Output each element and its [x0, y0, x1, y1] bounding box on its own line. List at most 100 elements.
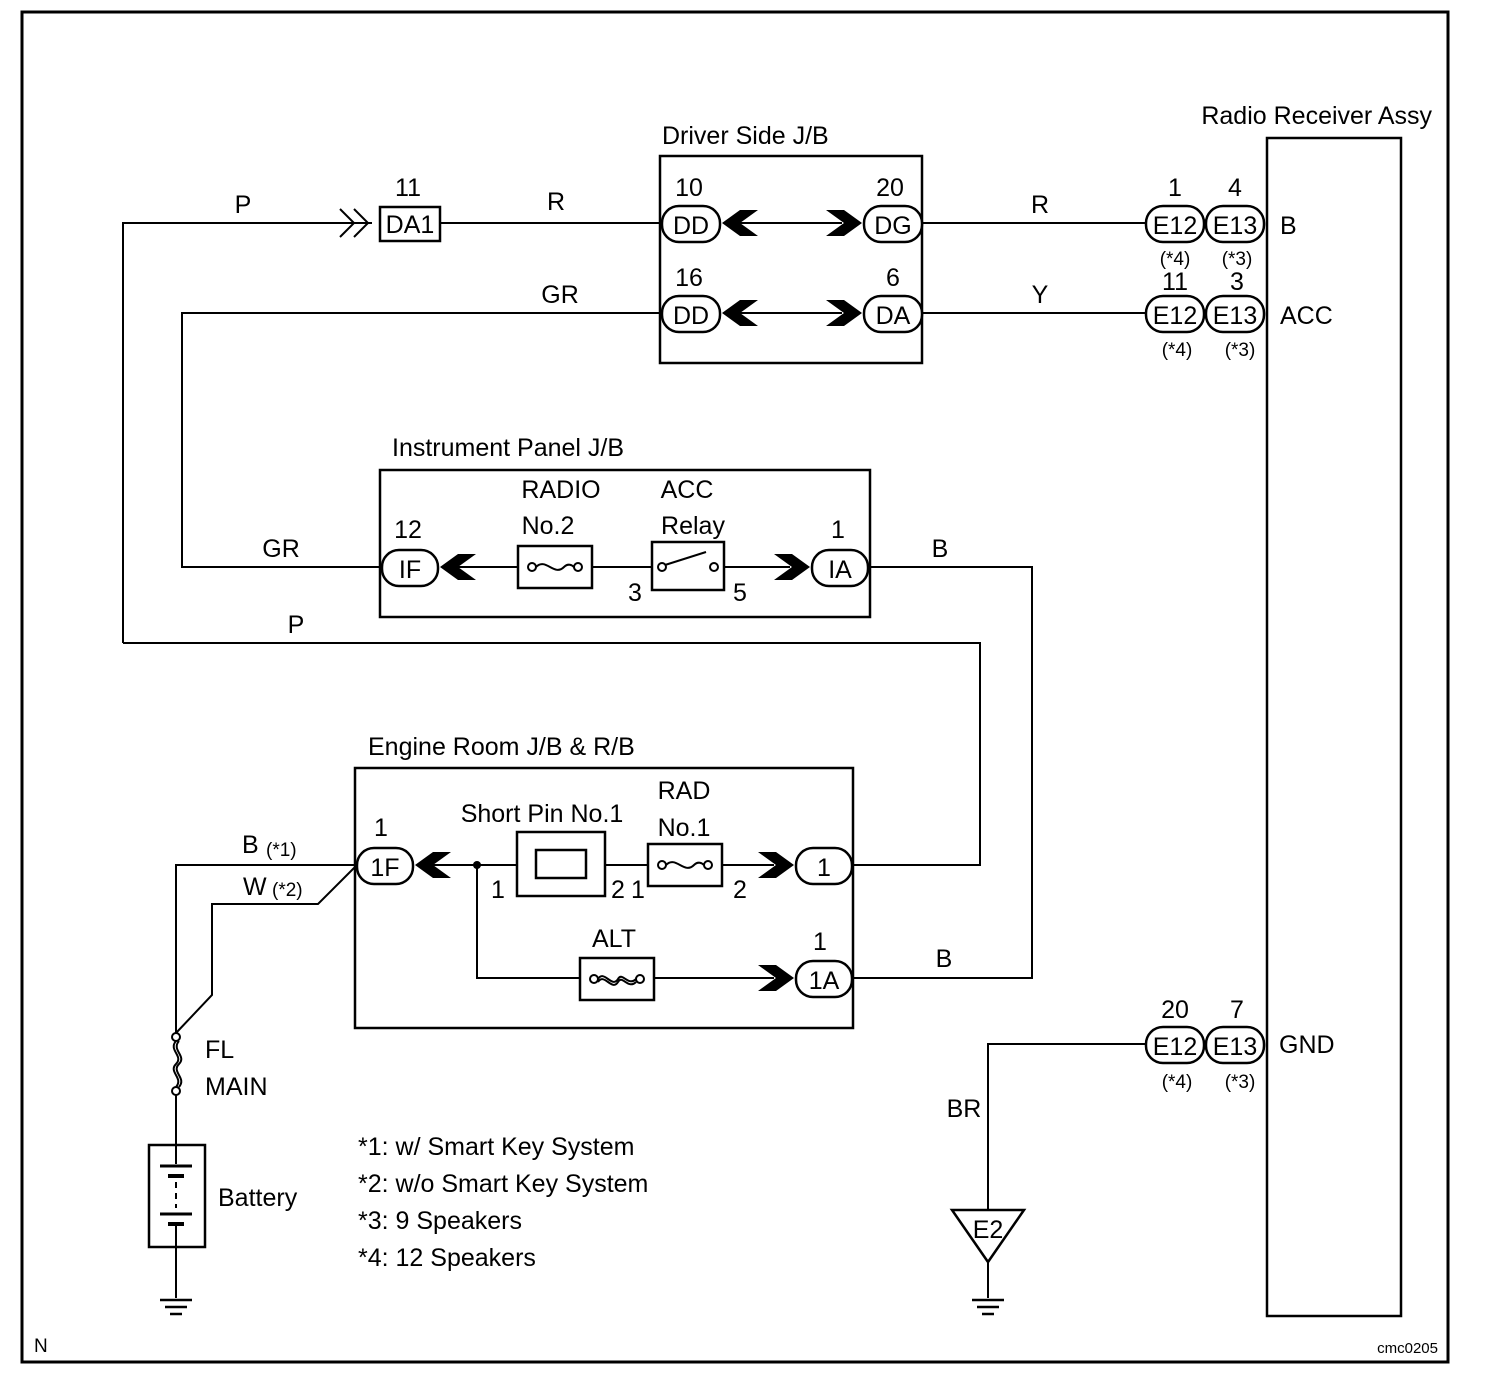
svg-text:IF: IF [399, 556, 421, 584]
svg-text:E13: E13 [1213, 302, 1257, 330]
svg-text:No.2: No.2 [522, 512, 575, 540]
svg-text:Short Pin No.1: Short Pin No.1 [461, 800, 624, 828]
svg-text:1: 1 [491, 876, 505, 904]
alt-fuse: ALT [578, 925, 656, 1002]
svg-text:DA1: DA1 [386, 211, 435, 239]
svg-text:Battery: Battery [218, 1184, 298, 1212]
fl-main-fuse: FL MAIN [171, 1032, 268, 1101]
footnotes: *1: w/ Smart Key System *2: w/o Smart Ke… [358, 1133, 648, 1272]
wire-label-b-ia: B [932, 535, 949, 563]
wire-label-gr-ip: GR [262, 535, 300, 563]
terminal-gnd: GND [1279, 1031, 1335, 1059]
svg-text:1A: 1A [809, 967, 840, 995]
svg-text:E13: E13 [1213, 1033, 1257, 1061]
wire-label-r-left: R [547, 188, 565, 216]
svg-text:4: 4 [1228, 174, 1242, 202]
connector-dd-bottom: DD 16 [660, 264, 758, 334]
wire-label-p-top: P [235, 191, 252, 219]
svg-text:RADIO: RADIO [521, 476, 600, 504]
wire-label-gr-top: GR [541, 281, 579, 309]
connector-e12-gnd: E12 20 (*4) [1144, 996, 1206, 1093]
svg-text:E13: E13 [1213, 212, 1257, 240]
svg-text:11: 11 [395, 174, 421, 202]
svg-text:10: 10 [675, 174, 703, 202]
ground-point-e2: E2 [949, 1208, 1027, 1265]
svg-text:5: 5 [733, 579, 747, 607]
terminal-acc: ACC [1280, 302, 1333, 330]
driver-jb-label: Driver Side J/B [662, 122, 829, 150]
wire-gr [181, 312, 660, 568]
svg-text:6: 6 [886, 264, 900, 292]
corner-mark: N [34, 1336, 48, 1357]
connector-1f: 1F 1 [355, 814, 451, 886]
note-4: *4: 12 Speakers [358, 1244, 536, 1272]
svg-text:20: 20 [1161, 996, 1189, 1024]
svg-text:(*4): (*4) [1160, 249, 1191, 270]
connector-dg: DG 20 [826, 174, 924, 244]
svg-text:E12: E12 [1153, 1033, 1197, 1061]
svg-text:1: 1 [813, 928, 827, 956]
wire-label-r-right: R [1031, 191, 1049, 219]
svg-text:12: 12 [394, 516, 422, 544]
short-pin-no1: Short Pin No.1 1 2 [461, 800, 625, 904]
svg-text:1: 1 [1168, 174, 1182, 202]
note-2: *2: w/o Smart Key System [358, 1170, 648, 1198]
svg-text:3: 3 [628, 579, 642, 607]
svg-text:ALT: ALT [592, 925, 636, 953]
svg-text:E12: E12 [1153, 212, 1197, 240]
wire-label-br: BR [947, 1095, 982, 1123]
svg-text:DD: DD [673, 302, 709, 330]
note-3: *3: 9 Speakers [358, 1207, 522, 1235]
drawing-code: cmc0205 [1377, 1340, 1438, 1357]
svg-text:20: 20 [876, 174, 904, 202]
svg-text:RAD: RAD [658, 777, 711, 805]
svg-text:Relay: Relay [661, 512, 725, 540]
connector-1a: 1A 1 [758, 928, 854, 999]
wire-b-smart [175, 864, 355, 1033]
svg-text:1: 1 [374, 814, 388, 842]
wire-w-nosmart [175, 866, 356, 1034]
svg-text:MAIN: MAIN [205, 1073, 268, 1101]
wire-br [987, 1043, 1145, 1210]
svg-text:E12: E12 [1153, 302, 1197, 330]
svg-text:(*3): (*3) [1222, 249, 1253, 270]
ip-jb-box [378, 468, 872, 619]
svg-text:1: 1 [817, 854, 831, 882]
wire-p-to-rad [123, 642, 981, 866]
connector-ia: IA 1 [774, 516, 870, 588]
acc-relay: ACC Relay 3 5 [628, 476, 747, 607]
wire-label-w-nosmart-note: (*2) [272, 880, 303, 901]
battery: Battery [147, 1143, 298, 1249]
wire-b [852, 566, 1033, 979]
frame-border [20, 10, 1450, 1364]
svg-text:No.1: No.1 [658, 814, 711, 842]
svg-text:(*3): (*3) [1225, 1072, 1256, 1093]
ground-symbol-e2 [972, 1298, 1004, 1316]
wire-label-w-nosmart: W [243, 873, 267, 901]
connector-e12-b: E12 1 (*4) [1144, 174, 1206, 270]
terminal-b: B [1280, 212, 1297, 240]
svg-text:ACC: ACC [661, 476, 714, 504]
wires [122, 222, 1145, 1298]
connector-e13-acc: E13 3 (*3) [1204, 268, 1266, 361]
radio-no2-fuse: RADIO No.2 [516, 476, 601, 590]
wire-p-loop [122, 222, 372, 643]
wire-label-b-smart-note: (*1) [266, 840, 297, 861]
wire-label-y: Y [1032, 281, 1049, 309]
svg-text:FL: FL [205, 1036, 234, 1064]
connector-e13-gnd: E13 7 (*3) [1204, 996, 1266, 1093]
svg-text:1F: 1F [370, 854, 399, 882]
ip-jb-label: Instrument Panel J/B [392, 434, 624, 462]
svg-text:DD: DD [673, 212, 709, 240]
driver-jb-box [658, 154, 924, 365]
connector-if: IF 12 [380, 516, 476, 588]
connector-dd-top: DD 10 [660, 174, 758, 244]
svg-text:3: 3 [1230, 268, 1244, 296]
wire-label-b-smart: B [242, 831, 259, 859]
svg-text:IA: IA [828, 556, 852, 584]
wire-label-b-alt: B [936, 945, 953, 973]
svg-text:2: 2 [611, 876, 625, 904]
svg-text:7: 7 [1230, 996, 1244, 1024]
svg-text:11: 11 [1162, 268, 1188, 296]
